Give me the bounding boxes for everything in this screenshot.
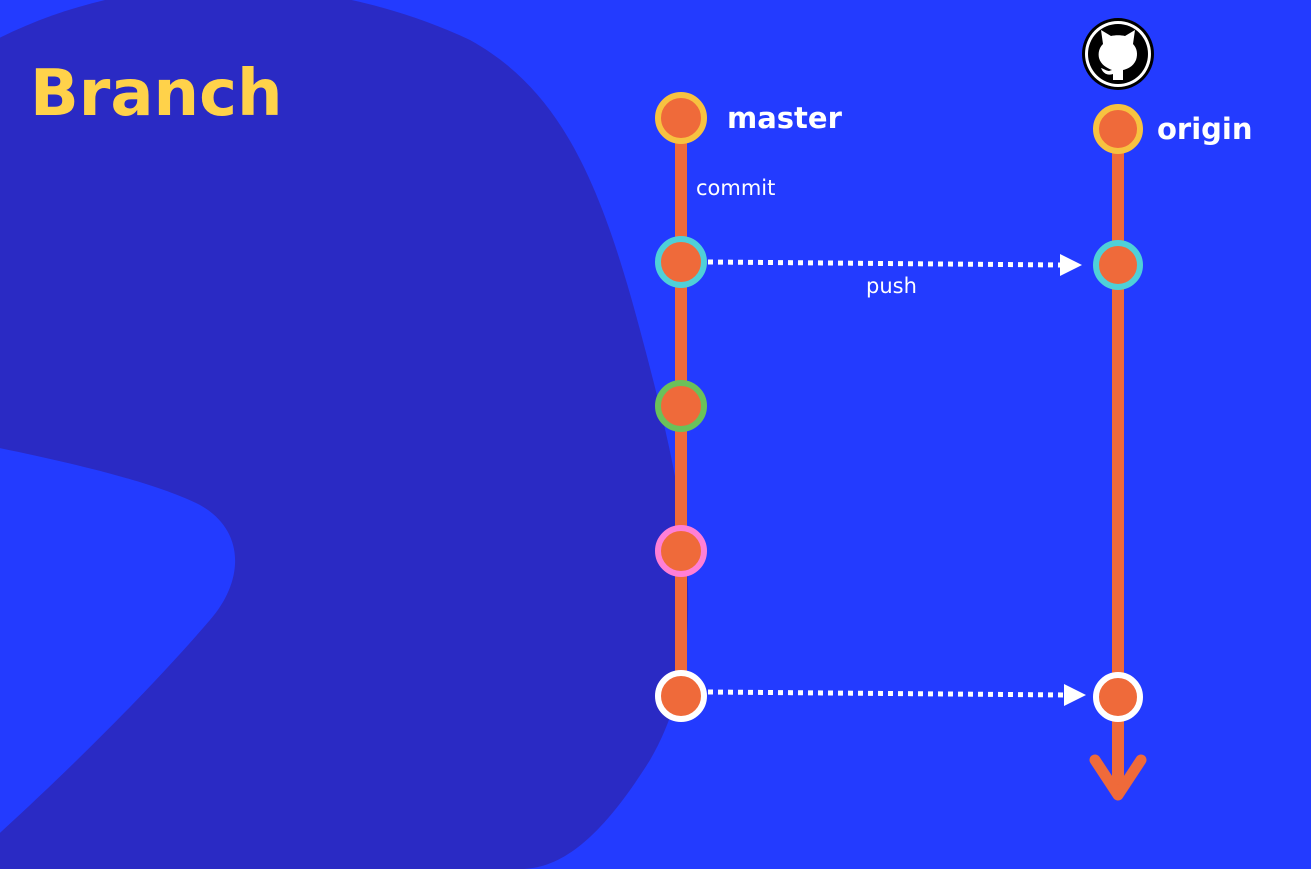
master-commit-m1 (655, 92, 707, 144)
push-label: push (866, 274, 917, 298)
master-commit-m5 (655, 670, 707, 722)
push-arrow-2-head (1064, 684, 1086, 706)
origin-commit-o1 (1093, 104, 1143, 154)
master-commit-m4 (655, 525, 707, 577)
origin-arrow-head (1089, 754, 1147, 801)
background-cutout (0, 448, 236, 833)
origin-commit-o3 (1093, 672, 1143, 722)
push-arrow-1-line (707, 259, 1063, 268)
github-icon (1082, 18, 1154, 90)
push-arrow-1-head (1060, 254, 1082, 276)
master-label: master (727, 101, 843, 135)
master-commit-m3 (655, 380, 707, 432)
origin-label: origin (1157, 112, 1253, 146)
origin-commit-o2 (1093, 240, 1143, 290)
push-arrow-2-line (707, 689, 1067, 698)
commit-label: commit (696, 176, 775, 200)
master-commit-m2 (655, 236, 707, 288)
page-title: Branch (30, 57, 283, 131)
